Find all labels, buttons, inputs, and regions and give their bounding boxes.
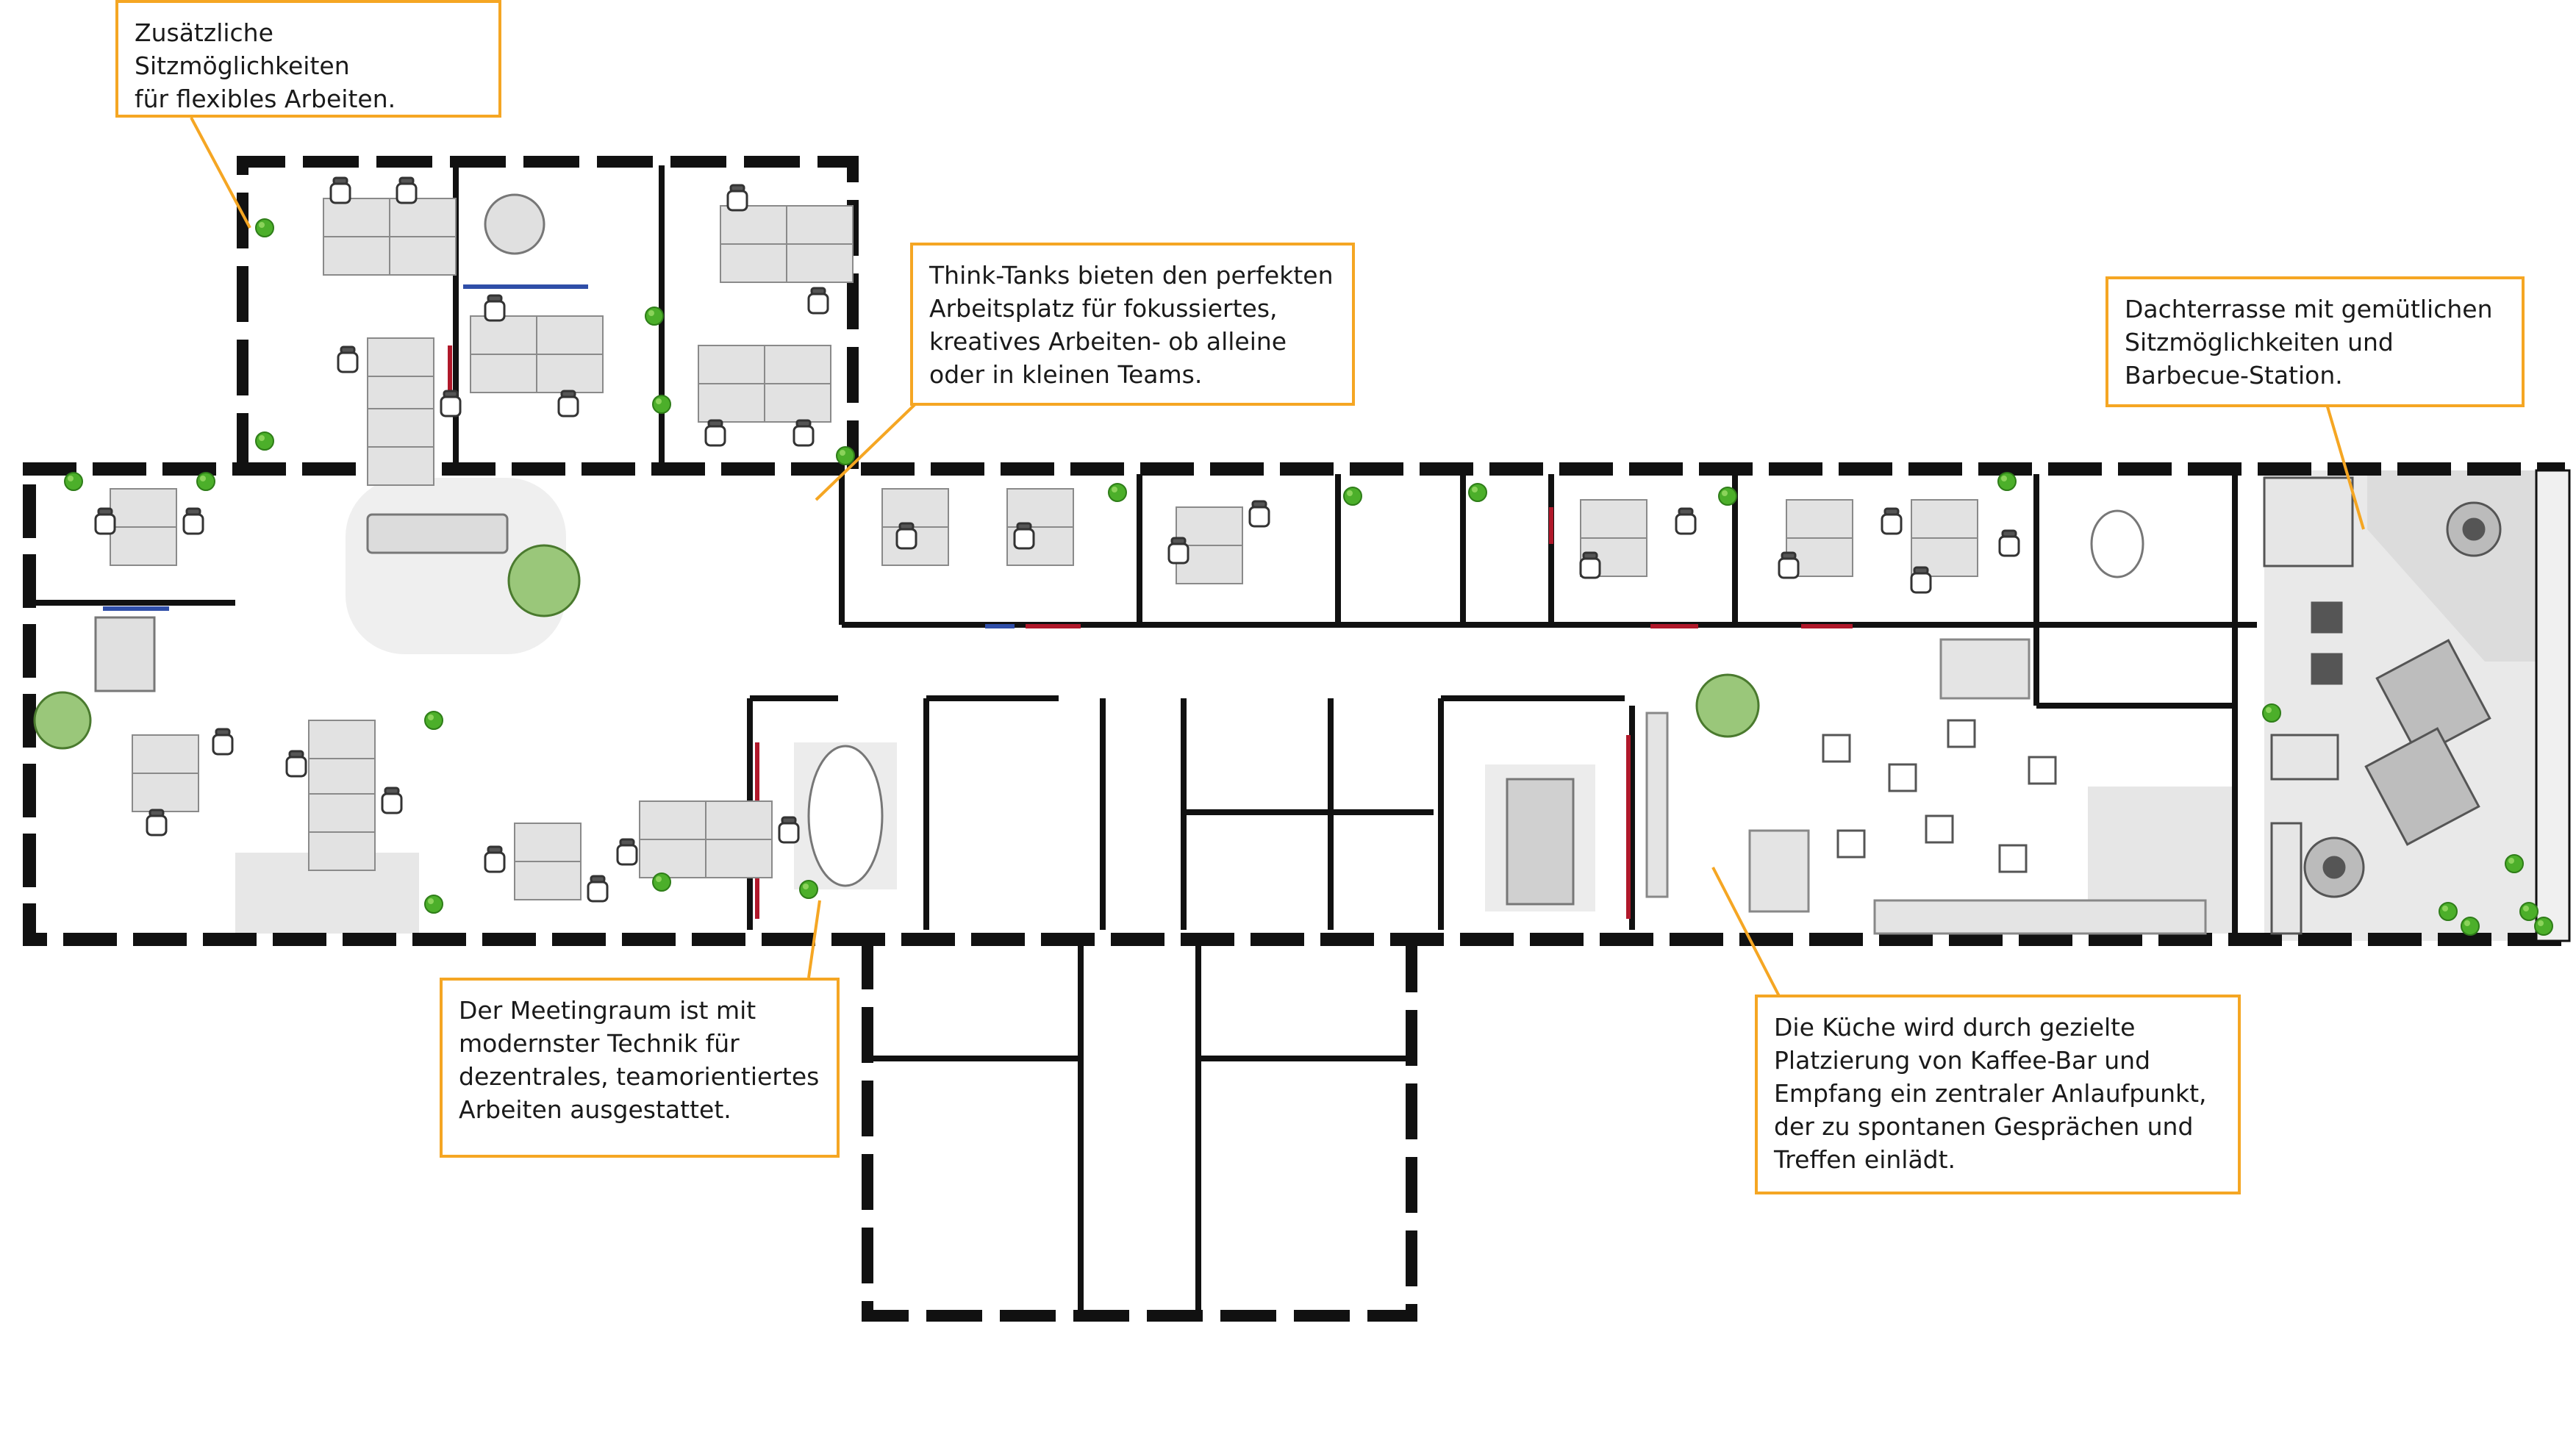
leader-lines: [190, 117, 2365, 997]
meeting-tables: [94, 193, 2144, 906]
callout-line: Empfang ein zentraler Anlaufpunkt,: [1774, 1079, 2207, 1108]
callout-line: Arbeiten ausgestattet.: [459, 1095, 731, 1124]
callout-line: Die Küche wird durch gezielte: [1774, 1013, 2136, 1042]
callout-flexible-seating: Zusätzliche Sitzmöglichkeiten für flexib…: [115, 0, 501, 118]
callout-line: Treffen einlädt.: [1774, 1145, 1956, 1174]
callout-line: Think-Tanks bieten den perfekten: [929, 261, 1334, 290]
callout-line: Barbecue-Station.: [2125, 361, 2343, 390]
callout-line: für flexibles Arbeiten.: [135, 85, 396, 113]
callout-line: Zusätzliche Sitzmöglichkeiten: [135, 18, 350, 80]
callout-kitchen: Die Küche wird durch gezielte Platzierun…: [1755, 995, 2241, 1194]
walls: [23, 156, 2571, 1322]
callout-line: Dachterrasse mit gemütlichen: [2125, 295, 2493, 323]
callout-line: Sitzmöglichkeiten und: [2125, 328, 2394, 357]
callout-line: kreatives Arbeiten- ob alleine: [929, 327, 1287, 356]
cafe-tables: [1822, 719, 2057, 873]
callout-line: oder in kleinen Teams.: [929, 360, 1203, 389]
callout-line: Arbeitsplatz für fokussiertes,: [929, 294, 1278, 323]
callout-roof-terrace: Dachterrasse mit gemütlichen Sitzmöglich…: [2105, 276, 2525, 407]
callout-line: dezentrales, teamorientiertes: [459, 1062, 820, 1091]
terrace-furniture: [2263, 476, 2502, 935]
callout-line: der zu spontanen Gesprächen und: [1774, 1112, 2194, 1141]
callout-line: modernster Technik für: [459, 1029, 740, 1058]
callout-line: Platzierung von Kaffee-Bar und: [1774, 1046, 2151, 1075]
trees: [33, 544, 1760, 750]
callout-line: Der Meetingraum ist mit: [459, 996, 756, 1025]
callout-think-tanks: Think-Tanks bieten den perfekten Arbeits…: [910, 243, 1355, 406]
callout-meeting-room: Der Meetingraum ist mit modernster Techn…: [440, 978, 840, 1158]
kitchen-counters: [1645, 638, 2207, 935]
